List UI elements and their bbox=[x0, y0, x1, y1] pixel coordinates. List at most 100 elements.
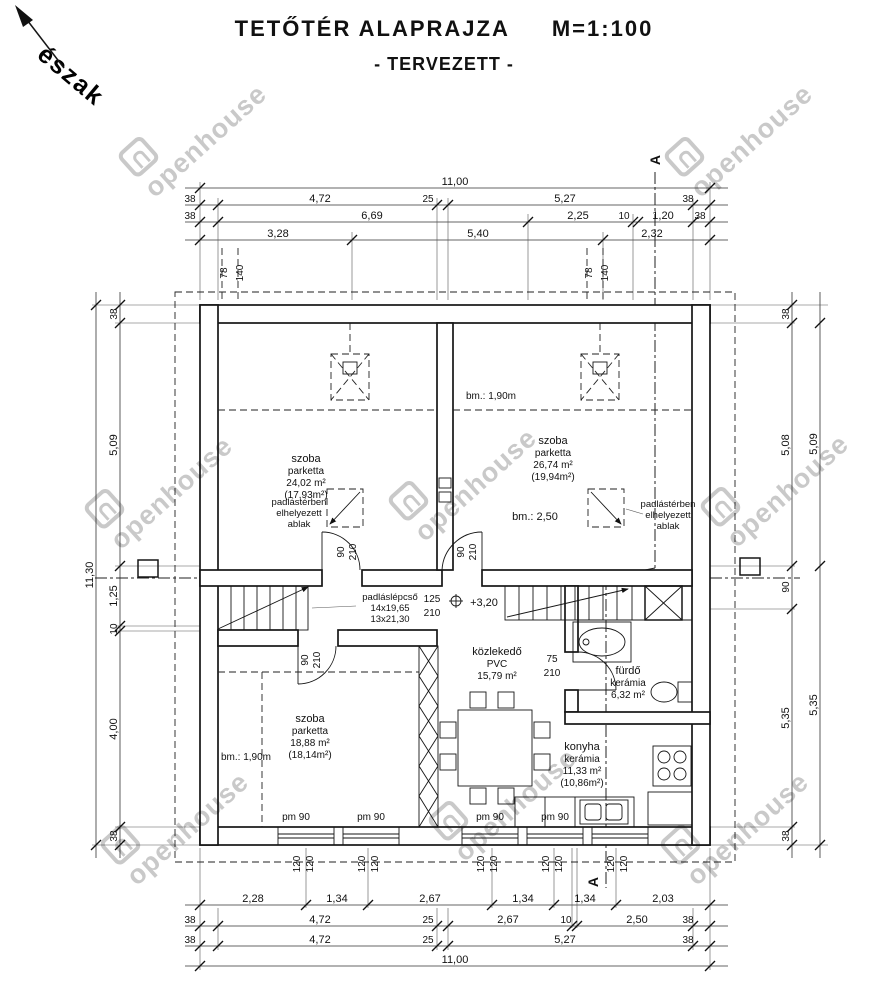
door-size-label: 90 bbox=[456, 546, 467, 558]
dim-label: 38 bbox=[184, 211, 196, 222]
dim-label: 25 bbox=[422, 915, 434, 926]
dim-label: 2,03 bbox=[652, 893, 673, 905]
dim-label: 5,09 bbox=[808, 433, 820, 454]
skylight-top-right bbox=[580, 353, 620, 401]
section-line-a bbox=[605, 172, 656, 888]
room-floor: kerámia bbox=[564, 754, 600, 765]
window-size-label: 120 bbox=[357, 855, 368, 872]
window-size-label: 120 bbox=[619, 855, 630, 872]
dim-label: 11,00 bbox=[442, 176, 469, 188]
level-mark-icon bbox=[449, 594, 463, 608]
skylight-callout: elhelyezett bbox=[276, 508, 322, 519]
dim-label: 10 bbox=[618, 211, 630, 222]
dim-label: 38 bbox=[184, 194, 196, 205]
kitchen-sink bbox=[579, 799, 629, 825]
room-floor: PVC bbox=[487, 659, 508, 670]
room-area-reduced: (19,94m²) bbox=[531, 472, 574, 483]
annotation-labels: bm.: 1,90m bm.: 2,50 bm.: 1,90m padlásté… bbox=[221, 155, 695, 887]
dim-label: 5,08 bbox=[780, 434, 792, 455]
dim-label: 10 bbox=[560, 915, 572, 926]
skylight-low-right bbox=[587, 488, 644, 528]
room-area: 26,74 m² bbox=[533, 460, 573, 471]
room-name: közlekedő bbox=[472, 646, 522, 658]
walls bbox=[199, 304, 711, 846]
dim-label: 90 bbox=[781, 581, 792, 593]
dim-label: 5,40 bbox=[467, 228, 488, 240]
dim-label: 5,27 bbox=[554, 193, 575, 205]
dim-label: 2,50 bbox=[626, 914, 647, 926]
scale-label: M=1:100 bbox=[551, 16, 654, 41]
north-arrow-icon bbox=[15, 5, 65, 69]
dim-label: 140 bbox=[235, 264, 246, 281]
kitchen-counter bbox=[514, 791, 693, 828]
room-area-reduced: (17,93m²) bbox=[284, 490, 327, 501]
room-name: szoba bbox=[291, 453, 321, 465]
dim-label: 2,67 bbox=[497, 914, 518, 926]
ceiling-height-lines bbox=[218, 409, 692, 827]
dimension-lines bbox=[95, 187, 821, 967]
page-title: TETŐTÉR ALAPRAJZA bbox=[234, 16, 510, 41]
dim-label: 5,35 bbox=[780, 707, 792, 728]
dim-label: 11,00 bbox=[442, 954, 469, 966]
skylight-callout: ablak bbox=[657, 521, 680, 532]
dim-label: 2,32 bbox=[641, 228, 662, 240]
dim-label: 4,72 bbox=[309, 193, 330, 205]
dim-label: 38 bbox=[781, 308, 792, 320]
dim-label: 5,35 bbox=[808, 694, 820, 715]
stair-callout: 14x19,65 bbox=[370, 603, 409, 614]
dimension-labels: 11,00 38 4,72 25 5,27 38 38 6,69 2,25 10… bbox=[84, 176, 820, 966]
door-size-label: 75 bbox=[546, 654, 558, 665]
door-size-label: 210 bbox=[424, 608, 441, 619]
window-sill-label: pm 90 bbox=[357, 812, 385, 823]
skylight-top-left bbox=[330, 353, 370, 401]
dim-label: 38 bbox=[184, 935, 196, 946]
doors bbox=[297, 531, 617, 691]
dim-label: 4,72 bbox=[309, 914, 330, 926]
skylight-low-left bbox=[326, 488, 364, 528]
dim-label: 38 bbox=[184, 915, 196, 926]
ceiling-height-label: bm.: 1,90m bbox=[466, 391, 516, 402]
skylight-callout: padlástérben bbox=[272, 497, 327, 508]
room-area-reduced: (10,86m²) bbox=[560, 778, 603, 789]
room-name: szoba bbox=[295, 713, 325, 725]
room-area: 15,79 m² bbox=[477, 671, 517, 682]
dim-label: 38 bbox=[109, 308, 120, 320]
window-size-label: 120 bbox=[606, 855, 617, 872]
chimney bbox=[644, 585, 683, 621]
dim-label: 38 bbox=[682, 935, 694, 946]
stair-callout: padláslépcső bbox=[362, 592, 417, 603]
door-size-label: 210 bbox=[544, 668, 561, 679]
ceiling-height-label: bm.: 2,50 bbox=[512, 511, 558, 523]
window-sill-label: pm 90 bbox=[282, 812, 310, 823]
skylight-callout: ablak bbox=[288, 519, 311, 530]
drawing-title-row: TETŐTÉR ALAPRAJZA M=1:100 bbox=[0, 16, 888, 42]
main-staircase bbox=[504, 585, 633, 621]
dim-label: 5,27 bbox=[554, 934, 575, 946]
dim-label: 2,25 bbox=[567, 210, 588, 222]
dim-label: 1,34 bbox=[326, 893, 347, 905]
section-marker-a: A bbox=[585, 877, 601, 887]
dim-label: 38 bbox=[694, 211, 706, 222]
room-labels: szoba parketta 24,02 m² (17,93m²) szoba … bbox=[284, 435, 646, 789]
dim-label: 11,30 bbox=[84, 562, 96, 589]
room-name: konyha bbox=[564, 741, 600, 753]
dim-label: 2,28 bbox=[242, 893, 263, 905]
window-size-label: 120 bbox=[476, 855, 487, 872]
window-size-label: 120 bbox=[554, 855, 565, 872]
dim-label: 4,72 bbox=[309, 934, 330, 946]
drawing-subtitle: - TERVEZETT - bbox=[374, 54, 514, 74]
dim-label: 10 bbox=[109, 623, 120, 635]
door-size-label: 210 bbox=[348, 543, 359, 560]
window-size-label: 120 bbox=[489, 855, 500, 872]
dim-label: 1,34 bbox=[512, 893, 533, 905]
room-name: fürdő bbox=[615, 665, 640, 677]
section-marker-a: A bbox=[647, 155, 663, 165]
dim-label: 6,69 bbox=[361, 210, 382, 222]
dim-label: 4,00 bbox=[108, 718, 120, 739]
dim-label: 38 bbox=[109, 830, 120, 842]
level-label: +3,20 bbox=[470, 597, 498, 609]
stair-callout: 13x21,30 bbox=[370, 614, 409, 625]
window-size-label: 120 bbox=[305, 855, 316, 872]
window-sill-label: pm 90 bbox=[476, 812, 504, 823]
